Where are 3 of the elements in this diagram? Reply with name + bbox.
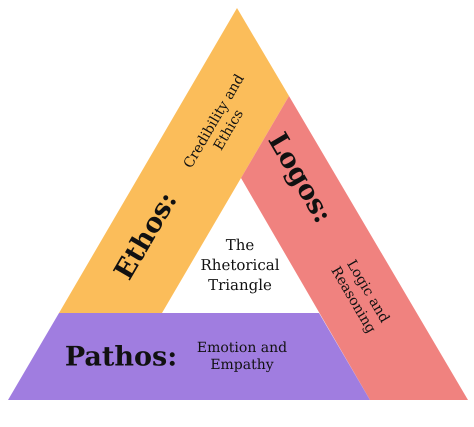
description-text: Emotion and Empathy (196, 340, 288, 374)
center-title: The Rhetorical Triangle (200, 235, 280, 295)
heading-text: Pathos: (64, 342, 178, 372)
